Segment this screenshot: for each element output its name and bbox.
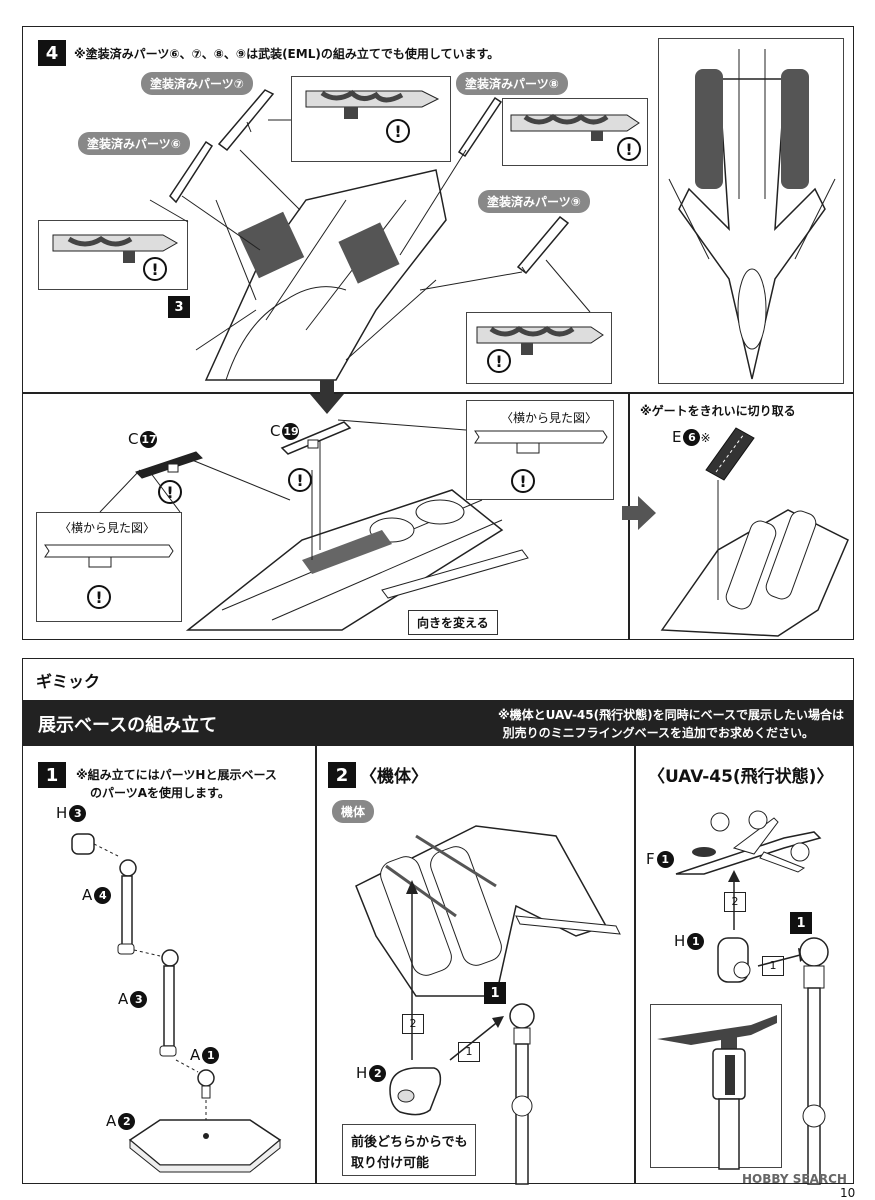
part-number-a4: 4	[94, 887, 112, 904]
base-step1-note-1: ※組み立てにはパーツHと展示ベース	[76, 768, 277, 782]
c17-part-drawing	[135, 451, 203, 479]
attach-note-box: 前後どちらからでも 取り付け可能	[342, 1124, 476, 1176]
aircraft-rear-view	[660, 480, 849, 637]
section-title-bar: 展示ベースの組み立て ※機体とUAV-45(飛行状態)を同時にベースで展示したい…	[22, 700, 854, 746]
step4-divider-h	[22, 392, 854, 394]
section-title: 展示ベースの組み立て	[38, 715, 218, 736]
part-number-a3: 3	[130, 991, 148, 1008]
down-arrow	[310, 380, 344, 414]
warning-icon: !	[386, 119, 410, 143]
part-number-h2: 2	[369, 1065, 387, 1082]
step4-leader-lines	[149, 119, 591, 313]
gimmick-heading: ギミック	[36, 672, 101, 691]
right-arrow	[622, 496, 656, 530]
gimmick-divider-2	[634, 746, 636, 1184]
part-number-a1: 1	[202, 1047, 220, 1064]
part-label-6: 塗装済みパーツ⑥	[78, 132, 190, 155]
gimmick-divider-1	[315, 746, 317, 1184]
step4-note: ※塗装済みパーツ⑥、⑦、⑧、⑨は武装(EML)の組み立てでも使用しています。	[74, 47, 500, 61]
part-number-c19: 19	[282, 423, 300, 440]
gate-note: ※ゲートをきれいに切り取る	[640, 404, 796, 418]
part-number-a2: 2	[118, 1113, 136, 1130]
step4-lower-leaders	[99, 419, 467, 550]
page-number: 10	[840, 1186, 856, 1200]
step2-arrow-1-label: 1	[458, 1042, 480, 1062]
part6-inset: !	[38, 220, 188, 290]
warning-icon: !	[487, 349, 511, 373]
side-view-label: 〈横から見た図〉	[59, 521, 156, 535]
section-note-1: ※機体とUAV-45(飛行状態)を同時にベースで展示したい場合は	[498, 708, 844, 722]
watermark: HOBBY SEARCH	[742, 1172, 847, 1186]
part-label-8: 塗装済みパーツ⑧	[456, 72, 568, 95]
part-number-h3: 3	[69, 805, 87, 822]
base-step1-note-2: のパーツAを使用します。	[90, 786, 230, 800]
airframe-pill: 機体	[332, 800, 375, 823]
aircraft-overview-inset	[658, 38, 844, 384]
warning-icon: !	[158, 480, 182, 504]
warning-icon: !	[143, 257, 167, 281]
part-number-c17: 17	[140, 431, 158, 448]
base-rod-drawing	[509, 1003, 535, 1185]
step4-panel	[22, 26, 854, 640]
warning-icon: !	[288, 468, 312, 492]
uav-rod-drawing	[799, 937, 829, 1185]
warning-icon: !	[511, 469, 535, 493]
change-direction-label: 向きを変える	[408, 610, 498, 635]
uav-arrow-2-label: 2	[724, 892, 746, 912]
part8-inset: !	[502, 98, 648, 166]
base-step2-number: 2	[328, 762, 356, 788]
attach-note-2: 取り付け可能	[351, 1156, 430, 1171]
part7-inset: !	[291, 76, 451, 162]
uav-ref1: 1	[790, 912, 812, 934]
step2-arrow-2-label: 2	[402, 1014, 424, 1034]
part9-inset: !	[466, 312, 612, 384]
side-view-label: 〈横から見た図〉	[501, 411, 598, 425]
base-step2-title: 〈機体〉	[360, 767, 428, 787]
step3-reference: 3	[168, 296, 190, 318]
part-label-9: 塗装済みパーツ⑨	[478, 190, 590, 213]
c19-part-drawing	[280, 421, 352, 455]
uav-arrow-1-label: 1	[762, 956, 784, 976]
warning-icon: !	[617, 137, 641, 161]
side-view-inset-left: 〈横から見た図〉 !	[36, 512, 182, 622]
uav-title: 〈UAV-45(飛行状態)〉	[648, 767, 834, 787]
gimmick-panel	[22, 658, 854, 1184]
part-label-7: 塗装済みパーツ⑦	[141, 72, 253, 95]
section-note-2: 別売りのミニフライングベースを追加でお求めください。	[502, 726, 814, 740]
part6-drawing	[169, 140, 214, 204]
base-step2-ref1: 1	[484, 982, 506, 1004]
aircraft-top-view	[195, 169, 447, 381]
part-number-h1: 1	[687, 933, 705, 950]
part8-drawing	[457, 96, 503, 158]
base-step1-number: 1	[38, 762, 66, 788]
part-number-e6: 6	[683, 429, 701, 446]
part7-drawing	[217, 89, 275, 152]
aircraft-side-view	[185, 470, 529, 631]
step4-number: 4	[38, 40, 66, 66]
warning-icon: !	[87, 585, 111, 609]
part9-drawing	[516, 215, 570, 275]
h2-part-drawing	[389, 1067, 442, 1116]
part-number-f1: 1	[656, 851, 674, 868]
uav-mount-detail-inset	[650, 1004, 782, 1170]
side-view-inset-right: 〈横から見た図〉 !	[466, 400, 614, 500]
e6-part-drawing	[705, 427, 755, 481]
attach-note-1: 前後どちらからでも	[351, 1135, 468, 1150]
h1-part-drawing	[717, 937, 751, 983]
airframe-underside-drawing	[355, 825, 621, 997]
uav-drawing	[675, 810, 822, 875]
display-base-exploded-drawing	[71, 833, 282, 1173]
